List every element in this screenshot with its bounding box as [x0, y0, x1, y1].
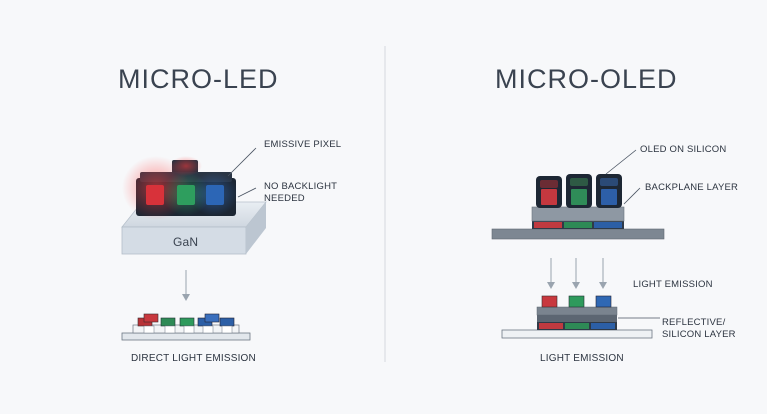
gan-substrate-side	[246, 202, 266, 254]
label-light-emission: LIGHT EMISSION	[633, 279, 713, 290]
light-emission-arrows-icon	[547, 258, 607, 289]
oled-red-subpixel	[541, 189, 557, 205]
substrate-label: GaN	[173, 235, 199, 249]
leader-no-backlight	[237, 187, 257, 198]
label-emissive-pixel: EMISSIVE PIXEL	[264, 139, 342, 150]
green-subpixel	[177, 185, 195, 205]
blue-subpixel	[206, 185, 224, 205]
caption-light-emission: LIGHT EMISSION	[540, 353, 624, 364]
gan-substrate-front	[121, 226, 247, 255]
micro-led-pixel-illustration	[121, 156, 267, 255]
oled-green-subpixel	[571, 189, 587, 205]
leader-backplane	[623, 187, 641, 205]
label-reflective-line1: REFLECTIVE/	[662, 317, 726, 328]
label-no-backlight-line2: NEEDED	[264, 193, 305, 204]
label-oled-on-silicon: OLED ON SILICON	[640, 144, 727, 155]
label-reflective-line2: SILICON LAYER	[662, 329, 736, 340]
micro-oled-pixel-illustration	[491, 174, 665, 240]
label-backplane-layer: BACKPLANE LAYER	[645, 182, 739, 193]
arrow-down-icon	[182, 270, 190, 301]
label-no-backlight-line1: NO BACKLIGHT	[264, 181, 338, 192]
micro-oled-title: MICRO-OLED	[495, 64, 678, 94]
micro-led-title: MICRO-LED	[118, 64, 279, 94]
leader-emissive-pixel	[227, 147, 257, 177]
micro-led-array-illustration	[121, 313, 251, 341]
red-subpixel	[146, 185, 164, 205]
oled-blue-subpixel	[601, 189, 617, 205]
silicon-plate	[491, 228, 665, 240]
leader-oled-on-silicon	[605, 149, 637, 175]
micro-oled-stack-illustration	[501, 295, 653, 339]
backplane-layer	[531, 206, 625, 222]
caption-direct-light-emission: DIRECT LIGHT EMISSION	[131, 353, 256, 364]
